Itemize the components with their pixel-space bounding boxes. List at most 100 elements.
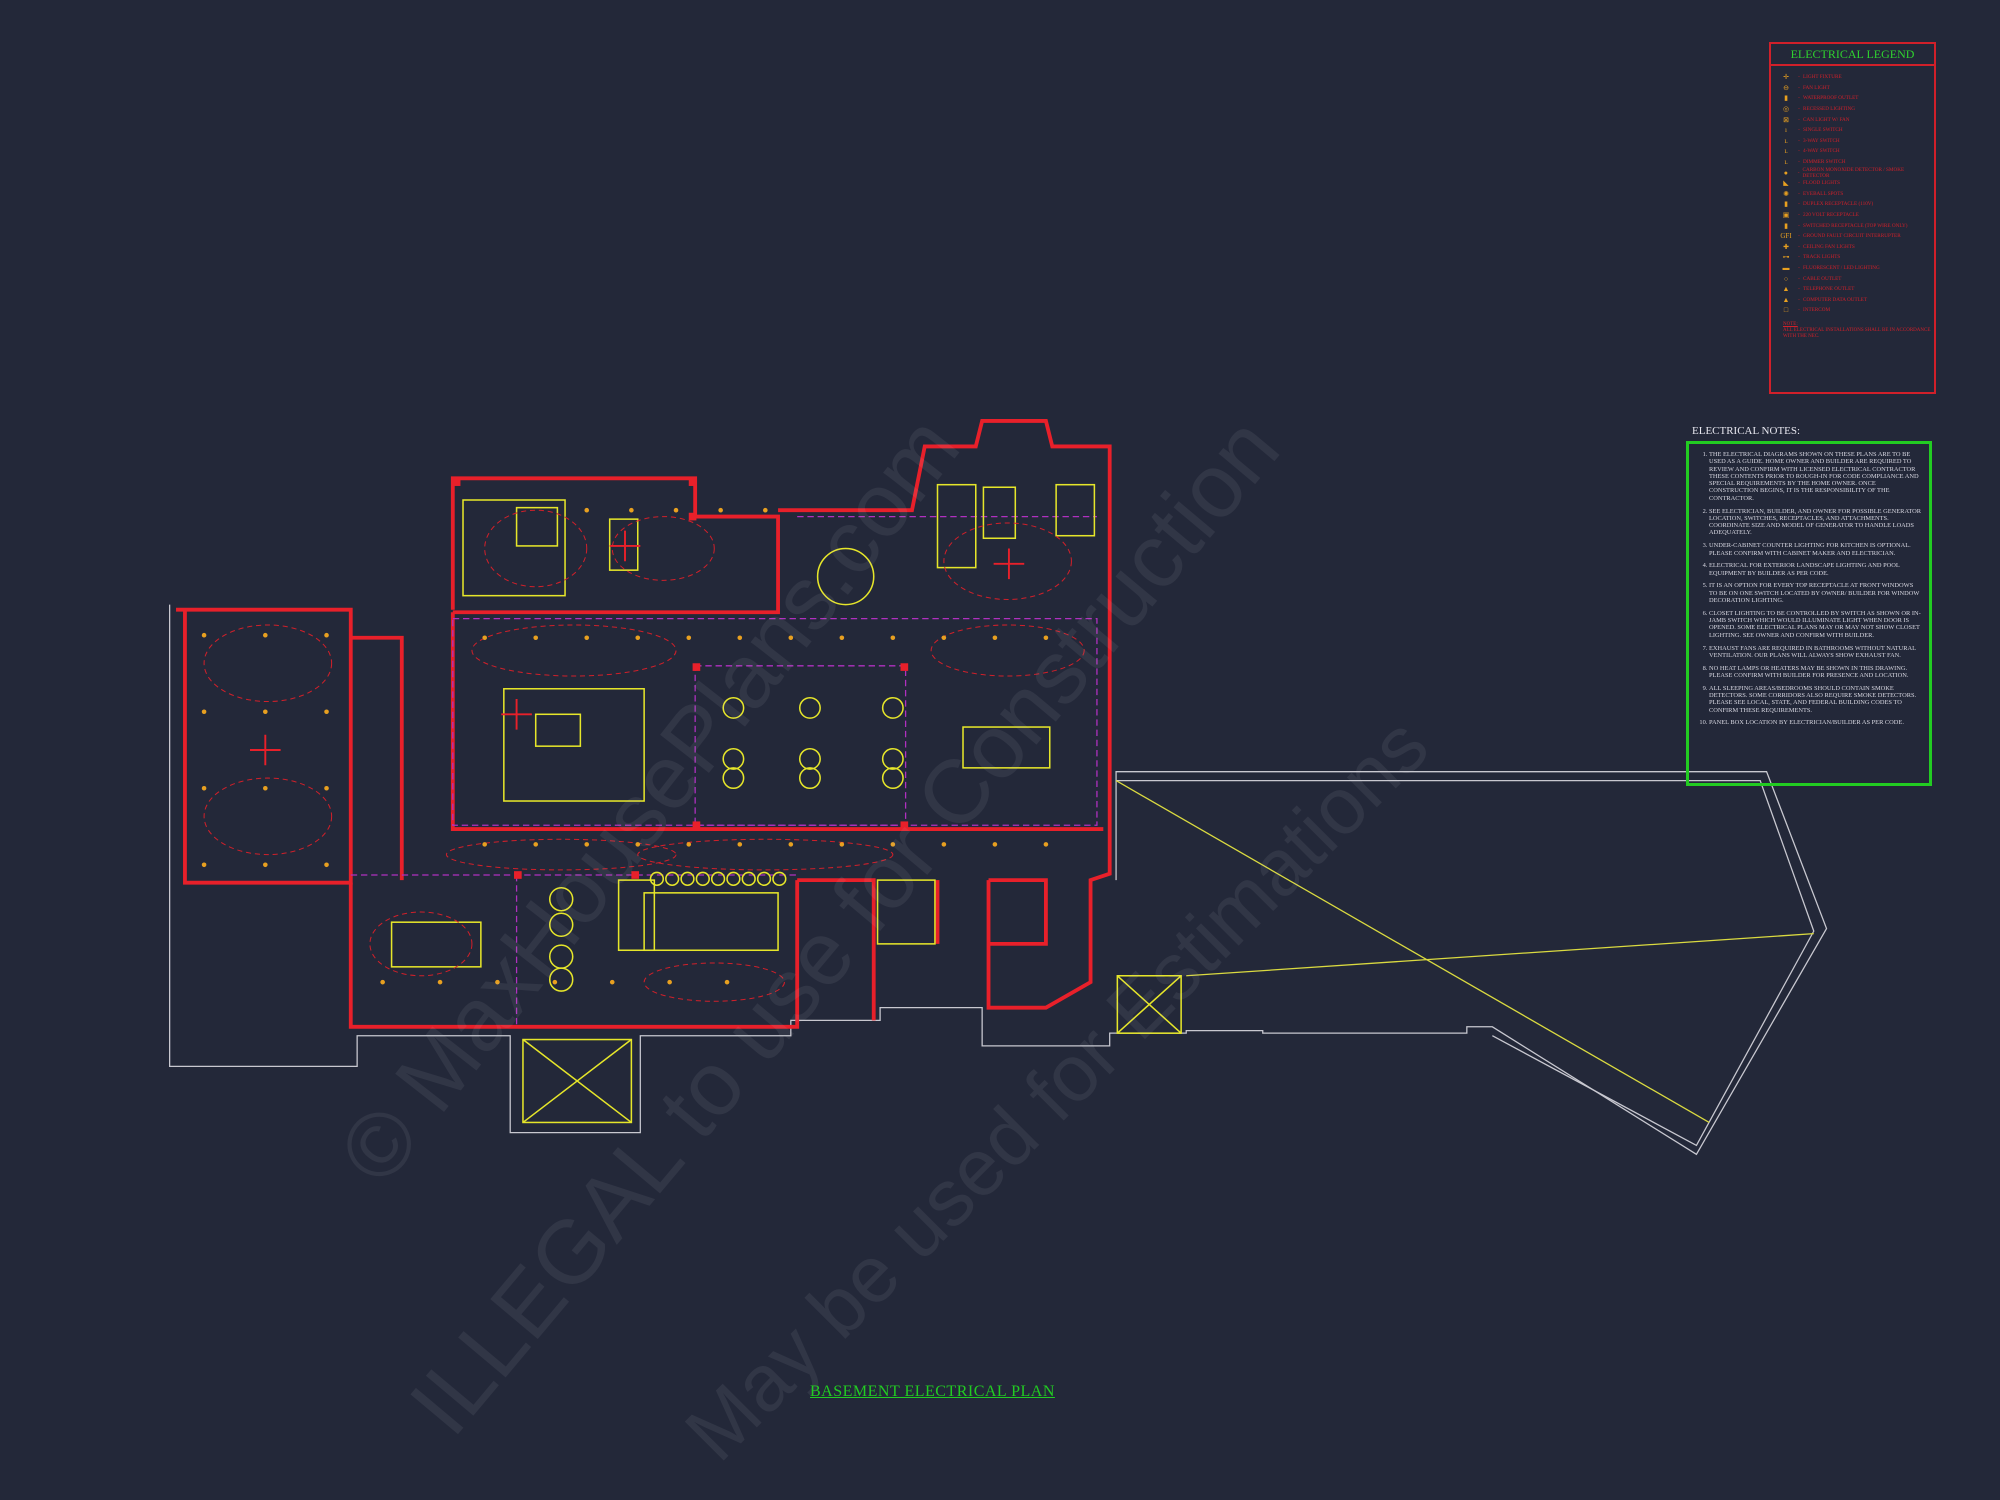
recessed-light	[992, 842, 998, 847]
waterproof-outlet-icon: ▮	[1784, 94, 1788, 103]
game-table	[722, 696, 745, 719]
coffee-table	[515, 506, 559, 547]
column	[692, 663, 701, 671]
legend-label: INTERCOM	[1803, 307, 1831, 314]
recessed-light	[482, 842, 487, 847]
exterior-wall	[176, 607, 353, 885]
exterior-wall	[778, 419, 1112, 1010]
recessed-light	[839, 842, 845, 847]
legend-label: CARBON MONOXIDE DETECTOR / SMOKE DETECTO…	[1802, 166, 1905, 179]
legend-dash: -	[1798, 148, 1800, 155]
game-table	[881, 747, 904, 770]
legend-label: EYEBALL SPOTS	[1803, 190, 1844, 197]
legend-item: ʟ-3-WAY SWITCH	[1777, 136, 1930, 147]
game-table	[881, 767, 904, 790]
recessed-light	[324, 709, 329, 715]
chair	[548, 912, 574, 937]
kitchen-island	[643, 892, 779, 952]
game-table	[798, 767, 821, 790]
recessed-light	[686, 635, 692, 641]
game-table	[722, 767, 745, 790]
bar-stool	[756, 871, 772, 886]
recessed-light	[635, 635, 641, 641]
soffit-line	[452, 617, 1098, 826]
interior-wall	[988, 878, 1048, 946]
column	[900, 663, 909, 671]
duplex-receptacle-icon: ▮	[1784, 200, 1788, 209]
legend-item: ▮-SWITCHED RECEPTACLE (TOP WIRE ONLY)	[1777, 220, 1930, 231]
legend-item: ▲-COMPUTER DATA OUTLET	[1777, 294, 1930, 305]
flood-light-icon: ◣	[1783, 179, 1789, 188]
legend-label: FAN LIGHT	[1803, 84, 1830, 91]
legend-item: ⊶-TRACK LIGHTS	[1777, 252, 1930, 263]
legend-item: ʟ-4-WAY SWITCH	[1777, 146, 1930, 157]
column	[514, 871, 522, 879]
cable-outlet-icon: ○	[1783, 274, 1789, 283]
co-smoke-detector-icon: ●	[1783, 168, 1788, 177]
patio-outline	[1116, 779, 1815, 1147]
sectional-sofa	[503, 688, 645, 802]
ceiling-fan-light	[250, 734, 281, 766]
recessed-light	[263, 709, 268, 715]
legend-item: ⊖-FAN LIGHT	[1777, 83, 1930, 94]
bar-stool	[710, 871, 726, 886]
column	[631, 871, 640, 879]
recessed-light	[718, 507, 723, 513]
legend-dash: -	[1798, 180, 1800, 187]
patio-diagonal	[1186, 933, 1814, 977]
220v-receptacle-icon: ▣	[1782, 211, 1790, 220]
note-item: PANEL BOX LOCATION BY ELECTRICIAN/BUILDE…	[1709, 719, 1923, 726]
game-table	[798, 747, 821, 770]
recessed-light	[495, 979, 500, 985]
legend-label: RECESSED LIGHTING	[1803, 106, 1856, 113]
legend-label: CAN LIGHT W/ FAN	[1803, 116, 1850, 123]
legend-dash: -	[1798, 275, 1800, 282]
legend-label: CABLE OUTLET	[1803, 275, 1842, 282]
circuit-line	[637, 838, 894, 871]
legend-label: WATERPROOF OUTLET	[1803, 95, 1859, 102]
note-item: SEE ELECTRICIAN, BUILDER, AND OWNER FOR …	[1709, 508, 1923, 537]
notes-title: ELECTRICAL NOTES:	[1692, 425, 1801, 437]
legend-dash: -	[1798, 106, 1800, 113]
note-item: ALL SLEEPING AREAS/BEDROOMS SHOULD CONTA…	[1709, 685, 1923, 714]
exterior-wall	[348, 880, 800, 1029]
bar-stool	[665, 871, 680, 886]
legend-note: NOTE: ALL ELECTRICAL INSTALLATIONS SHALL…	[1783, 322, 1934, 340]
recessed-light	[609, 979, 615, 985]
circuit-line	[484, 509, 588, 588]
legend-item: ▮ -WATERPROOF OUTLET	[1777, 93, 1930, 104]
eyeball-spot-icon: ✺	[1783, 189, 1789, 198]
legend-label: COMPUTER DATA OUTLET	[1803, 296, 1868, 303]
legend-label: CEILING FAN LIGHTS	[1803, 243, 1855, 250]
legend-dash: -	[1798, 95, 1800, 102]
column	[900, 821, 909, 830]
legend-label: DUPLEX RECEPTACLE (110V)	[1803, 201, 1874, 208]
legend-dash: -	[1798, 254, 1800, 261]
bar-stool	[649, 871, 665, 886]
legend-label: SINGLE SWITCH	[1803, 127, 1843, 134]
column	[688, 478, 697, 486]
recessed-light	[380, 979, 385, 985]
interior-wall	[797, 878, 876, 1021]
shaft-box	[522, 1038, 633, 1124]
legend-item: □-INTERCOM	[1777, 305, 1930, 316]
bar-stool	[680, 871, 695, 886]
legend-dash: -	[1797, 169, 1800, 176]
chair	[548, 886, 574, 912]
legend-list: ✛-LIGHT FIXTURE⊖-FAN LIGHT▮-WATERPROOF O…	[1771, 66, 1934, 316]
legend-dash: -	[1798, 264, 1800, 271]
legend-dash: -	[1798, 286, 1800, 293]
track-light-icon: ⊶	[1782, 253, 1790, 262]
legend-label: 3-WAY SWITCH	[1803, 137, 1840, 144]
electrical-notes: THE ELECTRICAL DIAGRAMS SHOWN ON THESE P…	[1686, 441, 1932, 786]
legend-dash: -	[1798, 212, 1800, 219]
intercom-icon: □	[1783, 306, 1789, 315]
column	[688, 512, 697, 521]
legend-label: FLOOD LIGHTS	[1803, 180, 1841, 187]
chair	[548, 967, 574, 992]
legend-label: 220 VOLT RECEPTACLE	[1803, 212, 1859, 219]
note-item: NO HEAT LAMPS OR HEATERS MAY BE SHOWN IN…	[1709, 665, 1923, 680]
bar-stool	[726, 871, 741, 886]
switched-receptacle-icon: ▮	[1784, 221, 1788, 230]
legend-dash: -	[1798, 84, 1800, 91]
